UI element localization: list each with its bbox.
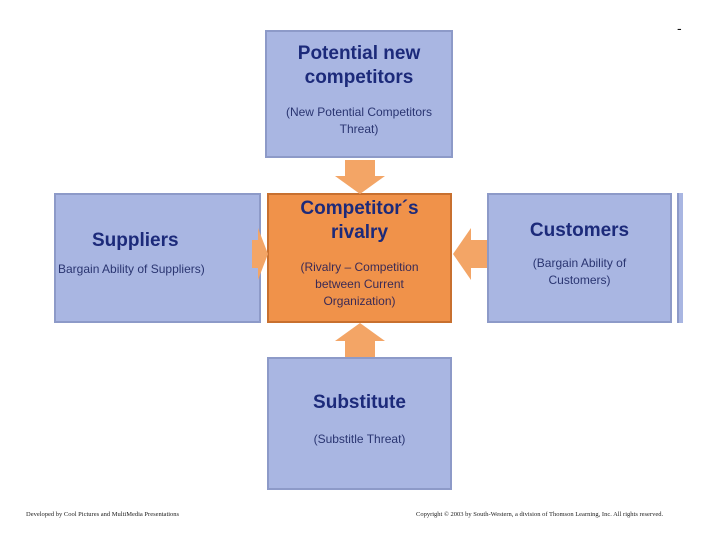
substitute-box: Substitute (Substitle Threat) [267, 357, 452, 490]
arrow-right-from-suppliers [252, 228, 268, 280]
customers-box: Customers (Bargain Ability of Customers) [487, 193, 672, 323]
corner-mark: - [677, 20, 682, 36]
partial-box-edge [677, 193, 683, 323]
footer-copyright: Copyright © 2003 by South-Western, a div… [416, 511, 664, 518]
suppliers-box: Suppliers Bargain Ability of Suppliers) [54, 193, 261, 323]
customers-subtitle: (Bargain Ability of Customers) [532, 256, 627, 287]
suppliers-title: Suppliers [92, 230, 179, 251]
substitute-title: Substitute [313, 392, 406, 413]
potential-competitors-subtitle: (New Potential Competitors Threat) [285, 105, 433, 136]
competitor-rivalry-subtitle: (Rivalry – Competition between Current O… [300, 260, 419, 308]
arrow-up-from-bottom [335, 323, 385, 357]
competitor-rivalry-box: Competitor´s rivalry (Rivalry – Competit… [267, 193, 452, 323]
customers-title: Customers [529, 220, 630, 241]
potential-competitors-box: Potential new competitors (New Potential… [265, 30, 453, 158]
arrow-down-from-top [335, 160, 385, 194]
arrow-left-from-customers [453, 228, 487, 280]
competitor-rivalry-title: Competitor´s rivalry [300, 198, 419, 243]
substitute-subtitle: (Substitle Threat) [313, 432, 406, 446]
footer-credit: Developed by Cool Pictures and MultiMedi… [26, 511, 180, 518]
suppliers-subtitle: Bargain Ability of Suppliers) [58, 262, 205, 276]
potential-competitors-title: Potential new competitors [297, 43, 421, 88]
